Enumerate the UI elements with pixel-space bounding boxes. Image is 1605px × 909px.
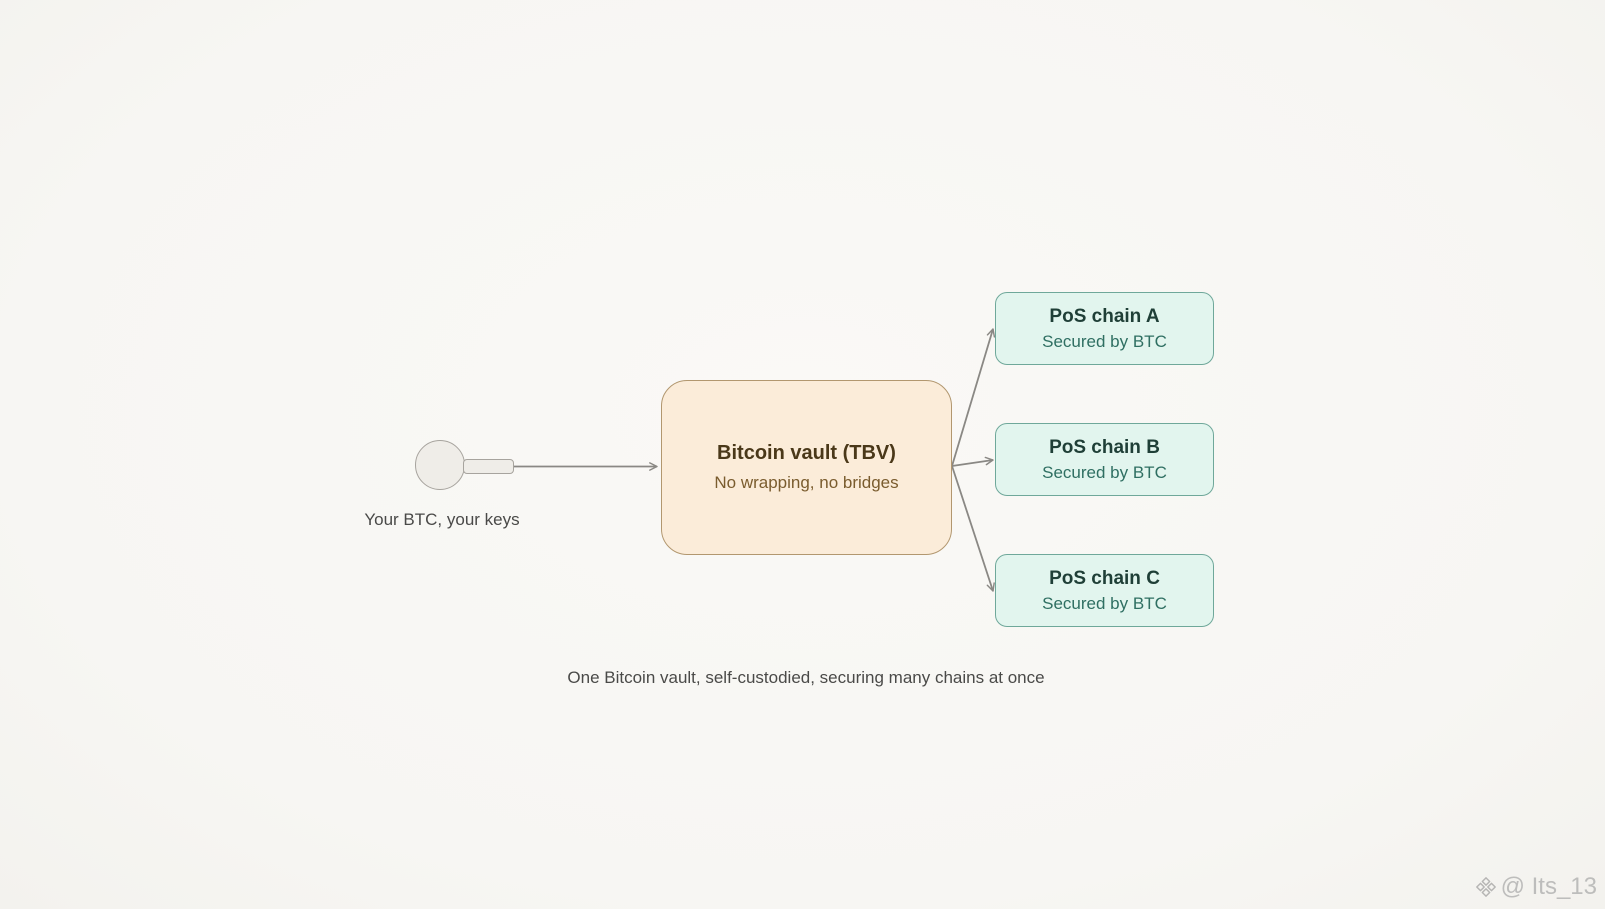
chain-subtitle: Secured by BTC (1042, 593, 1167, 613)
key-icon-head (415, 440, 465, 490)
diagram-caption: One Bitcoin vault, self-custodied, secur… (567, 668, 1045, 687)
chain-subtitle: Secured by BTC (1042, 331, 1167, 351)
vault-title: Bitcoin vault (TBV) (717, 442, 896, 464)
vault-to-chain-c-arrow (951, 465, 995, 592)
chain-subtitle: Secured by BTC (1042, 462, 1167, 482)
chain-title: PoS chain B (1049, 436, 1160, 458)
chain-title: PoS chain A (1049, 305, 1160, 327)
pos-chain-a-node: PoS chain A Secured by BTC (995, 292, 1214, 365)
pos-chain-c-node: PoS chain C Secured by BTC (995, 554, 1214, 627)
pos-chain-b-node: PoS chain B Secured by BTC (995, 423, 1214, 496)
vault-subtitle: No wrapping, no bridges (714, 473, 899, 492)
binance-logo-icon (1475, 877, 1496, 897)
bitcoin-vault-node: Bitcoin vault (TBV) No wrapping, no brid… (661, 380, 952, 555)
key-icon-shaft (463, 459, 514, 474)
key-label: Your BTC, your keys (364, 510, 520, 529)
vault-to-chain-b-arrow (951, 456, 994, 467)
vault-to-chain-a-arrow (951, 328, 996, 467)
watermark-text: @ Its_13 (1500, 873, 1597, 900)
watermark: @ Its_13 (1475, 873, 1597, 901)
chain-title: PoS chain C (1049, 567, 1160, 589)
